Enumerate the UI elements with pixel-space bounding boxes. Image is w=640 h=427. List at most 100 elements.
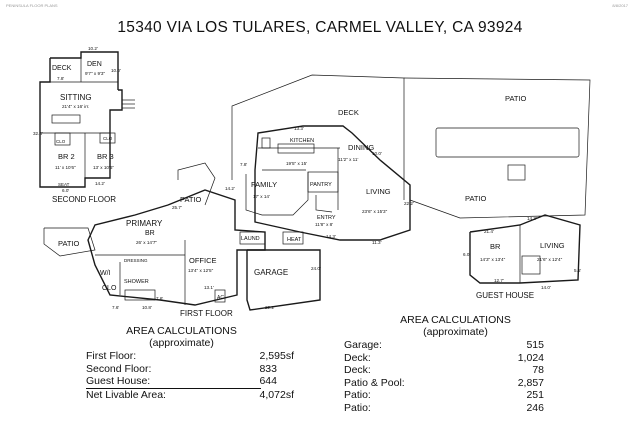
dim-label: 13.3'	[294, 126, 304, 131]
room-primary-br: BR	[145, 230, 155, 237]
area-calc-title: AREA CALCULATIONS	[400, 314, 511, 326]
calc-row: First Floor: 2,595sf	[86, 350, 294, 363]
dim-label: 32.4'	[33, 131, 43, 136]
heat-box	[282, 231, 304, 245]
dim-label: 10.8'	[142, 305, 152, 310]
patio-b-outline	[177, 162, 216, 206]
patio-pool-outline	[403, 77, 591, 219]
room-shower: SHOWER	[124, 279, 149, 285]
calc-row: Patio: 251	[344, 389, 544, 402]
first-floor-plan: DECK KITCHEN 19'5" x 15' DINING 11'2" x …	[43, 74, 591, 318]
dim-label: 14.2'	[225, 186, 235, 191]
dim-label: 7.6'	[112, 305, 119, 310]
area-calc-subtitle: (approximate)	[423, 326, 488, 338]
dim-label: 5.5'	[574, 268, 581, 273]
refrigerator	[261, 137, 271, 149]
calc-value: 4,072sf	[259, 388, 294, 401]
room-office: OFFICE	[189, 256, 217, 265]
room-ac: AC	[217, 295, 224, 301]
calc-label: Second Floor:	[86, 362, 152, 375]
room-dining: DINING	[348, 143, 374, 152]
spa	[507, 164, 526, 181]
room-deck-main: DECK	[338, 108, 359, 117]
calc-value: 1,024	[517, 351, 544, 364]
room-sitting: SITTING	[60, 93, 92, 102]
calc-value: 515	[526, 339, 544, 351]
calc-value: 78	[532, 364, 544, 377]
room-primary: PRIMARY	[126, 219, 163, 228]
room-patio-b: PATIO	[180, 195, 202, 204]
room-kitchen: KITCHEN	[290, 138, 314, 144]
guest-house-outline	[469, 214, 581, 284]
room-heat: HEAT	[287, 237, 302, 243]
dim-label: 14.3'	[527, 216, 537, 221]
room-patio-east: PATIO	[465, 194, 487, 203]
dim-label: 10.2'	[88, 46, 98, 51]
calc-label: Patio:	[344, 389, 371, 402]
gh-living-dimension: 21'6" x 12'4"	[537, 257, 563, 262]
dim-label: 10.0'	[372, 151, 382, 156]
calc-value: 644	[259, 375, 277, 388]
dim-label: 7.8'	[57, 76, 64, 81]
family-outline	[245, 172, 309, 216]
area-calc-title: AREA CALCULATIONS	[126, 325, 237, 337]
dim-label: 6.0'	[463, 252, 470, 257]
calc-label: First Floor:	[86, 350, 137, 362]
dining-dimension: 11'2" x 11'	[338, 157, 358, 162]
calc-label: Patio:	[344, 401, 371, 414]
dim-label: 11.3'	[372, 240, 382, 245]
area-calc-table-left: First Floor: 2,595sf Second Floor: 833 G…	[86, 350, 294, 401]
kitchen-dimension: 19'5" x 15'	[286, 161, 307, 166]
entry-dimension: 11'8" x 8'	[315, 222, 333, 227]
area-calc-heading-left: AREA CALCULATIONS (approximate)	[118, 325, 245, 349]
stair-box	[51, 114, 81, 124]
room-br3: BR 3	[97, 152, 114, 161]
pool	[435, 127, 580, 158]
dim-label: 21.4'	[484, 229, 494, 234]
room-laund: LAUND	[241, 236, 260, 242]
deck-outline	[231, 74, 405, 200]
dim-label: 22.2'	[404, 201, 414, 206]
room-clo-c: CLO	[102, 285, 117, 292]
guest-house-label: GUEST HOUSE	[476, 291, 534, 300]
primary-wing-outline	[87, 189, 266, 306]
gh-bath	[521, 255, 541, 275]
living-dimension: 23'6" x 15'3"	[362, 209, 388, 214]
calc-row: Net Livable Area: 4,072sf	[86, 389, 294, 402]
calc-label: Deck:	[344, 364, 371, 377]
first-floor-label: FIRST FLOOR	[180, 309, 233, 318]
room-gh-living: LIVING	[540, 241, 565, 250]
stair-curve	[315, 195, 333, 213]
calc-value: 246	[526, 401, 544, 414]
primary-dimension: 26' x 14'7"	[136, 240, 157, 245]
room-clo-b: CLO	[103, 136, 113, 141]
br3-dimension: 13' x 10'6"	[93, 165, 114, 170]
dim-label: 14.2'	[95, 181, 105, 186]
pantry-box	[307, 171, 339, 193]
dim-label: 7.8'	[240, 162, 247, 167]
calc-value: 2,857	[517, 376, 544, 389]
family-dimension: 17' x 14'	[253, 194, 270, 199]
clo-b-box	[99, 132, 116, 144]
dim-label: 13.1'	[204, 285, 214, 290]
room-clo-a: CLO	[56, 139, 66, 144]
page-title: 15340 VIA LOS TULARES, CARMEL VALLEY, CA…	[117, 19, 523, 36]
laund-box	[239, 231, 266, 245]
room-family: FAMILY	[251, 180, 277, 189]
calc-row: Garage: 515	[344, 339, 544, 352]
calc-label: Net Livable Area:	[86, 388, 166, 401]
dim-label: 14.3'	[326, 234, 336, 239]
calc-row: Patio: 246	[344, 402, 544, 415]
header-right-small: 8/8/2017	[612, 3, 628, 8]
kitchen-island	[277, 143, 315, 154]
dim-label: 10.0'	[111, 68, 121, 73]
calc-row: Patio & Pool: 2,857	[344, 377, 544, 390]
den-wall	[50, 51, 119, 90]
room-patio-a: PATIO	[58, 239, 80, 248]
calc-row: Second Floor: 833	[86, 363, 294, 376]
area-calc-heading-right: AREA CALCULATIONS (approximate)	[392, 314, 519, 338]
area-calc-table-right: Garage: 515 Deck: 1,024 Deck: 78 Patio &…	[344, 339, 544, 415]
calc-row: Guest House: 644	[86, 375, 277, 389]
tub	[124, 289, 156, 301]
room-deck-upper: DECK	[52, 65, 72, 72]
